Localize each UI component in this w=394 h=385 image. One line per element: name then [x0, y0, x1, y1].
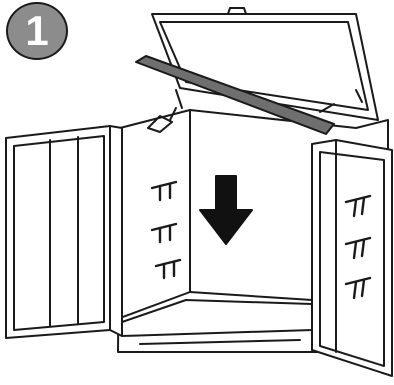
right-door — [312, 140, 392, 376]
step-number-badge: 1 — [6, 2, 68, 60]
left-door — [6, 126, 122, 338]
step-number: 1 — [25, 10, 48, 52]
